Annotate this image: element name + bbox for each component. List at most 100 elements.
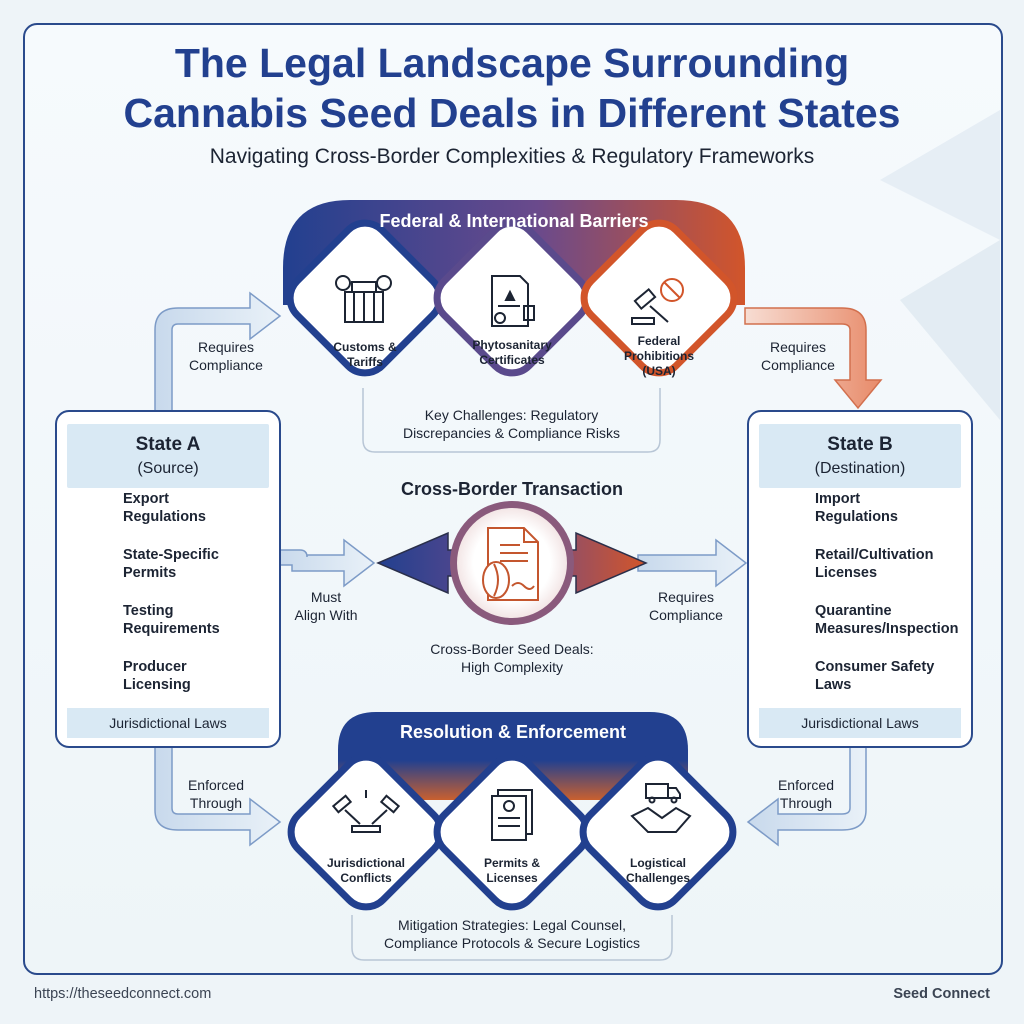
resolution-item-label: Jurisdictional [326, 856, 406, 870]
connector-text: Through [189, 795, 243, 811]
certificate-stamp-icon [491, 275, 535, 327]
state-a-role: (Source) [137, 460, 199, 477]
connector-text: Compliance [761, 357, 835, 373]
arrow-a-to-federal [154, 291, 282, 413]
federal-item-prohibitions: Federal Prohibitions (USA) [599, 334, 719, 379]
item-line: Licenses [815, 565, 878, 581]
federal-note-line: Discrepancies & Compliance Risks [402, 425, 621, 441]
resolution-item-label: Logistical [629, 856, 686, 870]
resolution-item-label: Licenses [486, 871, 538, 885]
federal-item-label: Tariffs [347, 355, 383, 369]
connector-text: Compliance [189, 357, 263, 373]
resolution-note-line: Compliance Protocols & Secure Logistics [383, 935, 640, 951]
item-line: Export [123, 491, 169, 507]
resolution-note-line: Mitigation Strategies: Legal Counsel, [397, 917, 627, 933]
federal-item-label: Prohibitions [624, 349, 694, 363]
item-line: Licensing [123, 677, 191, 693]
item-line: Testing [123, 603, 174, 619]
item-line: Requirements [123, 621, 220, 637]
resolution-note: Mitigation Strategies: Legal Counsel, Co… [352, 916, 672, 952]
label-b-to-resolution: Enforced Through [756, 776, 856, 812]
title-line-2: Cannabis Seed Deals in Different States [123, 90, 901, 136]
resolution-item-label: Permits & [483, 856, 541, 870]
resolution-item-label: Conflicts [340, 871, 392, 885]
page-subtitle: Navigating Cross-Border Complexities & R… [209, 145, 815, 168]
arrow-a-to-resolution [154, 743, 282, 847]
item-line: State-Specific [123, 547, 219, 563]
resolution-banner-label: Resolution & Enforcement [399, 722, 627, 742]
item-line: Producer [123, 659, 187, 675]
connector-text: Through [779, 795, 833, 811]
connector-text: Requires [769, 339, 827, 355]
state-b-header: State B (Destination) [759, 424, 961, 488]
resolution-item-logistics: Logistical Challenges [598, 856, 718, 886]
federal-item-label: Federal [637, 334, 681, 348]
federal-item-label: (USA) [642, 364, 676, 378]
gavel-prohibited-icon [631, 278, 684, 325]
label-center-to-b: Requires Compliance [636, 588, 736, 624]
documents-icon [491, 789, 533, 841]
resolution-item-conflicts: Jurisdictional Conflicts [306, 856, 426, 886]
arrow-b-to-resolution [746, 743, 867, 847]
currency-crate-icon [335, 275, 392, 323]
arrow-center-to-b [637, 538, 748, 588]
connector-text: Compliance [649, 607, 723, 623]
decor-triangle [880, 110, 1000, 240]
arrow-a-to-center [277, 538, 376, 588]
federal-item-customs: Customs & Tariffs [305, 340, 425, 370]
crossed-gavels-icon [331, 790, 401, 833]
item-line: Import [815, 491, 861, 507]
state-a-name: State A [135, 434, 201, 455]
label-a-to-center: Must Align With [276, 588, 376, 624]
truck-handshake-icon [630, 783, 692, 833]
connector-text: Enforced [777, 777, 835, 793]
footer-url[interactable]: https://theseedconnect.com [34, 986, 212, 1002]
decor-triangle [900, 240, 1000, 420]
title-line-1: The Legal Landscape Surrounding [174, 40, 850, 86]
federal-note-line: Key Challenges: Regulatory [424, 407, 599, 423]
label-a-to-resolution: Enforced Through [166, 776, 266, 812]
federal-item-label: Phytosanitary [472, 338, 552, 352]
connector-text: Align With [294, 607, 358, 623]
connector-text: Requires [657, 589, 715, 605]
arrow-federal-to-b [744, 307, 883, 410]
connector-text: Must [310, 589, 342, 605]
resolution-item-label: Challenges [625, 871, 691, 885]
federal-item-label: Certificates [479, 353, 545, 367]
federal-banner-label: Federal & International Barriers [379, 211, 649, 231]
connector-text: Enforced [187, 777, 245, 793]
federal-item-label: Customs & [333, 340, 397, 354]
state-a-header: State A (Source) [67, 424, 269, 488]
label-federal-to-b: Requires Compliance [748, 338, 848, 374]
center-title: Cross-Border Transaction [400, 479, 624, 499]
center-caption: Cross-Border Seed Deals: High Complexity [392, 640, 632, 676]
footer-brand: Seed Connect [893, 986, 990, 1002]
federal-note: Key Challenges: Regulatory Discrepancies… [363, 406, 660, 442]
page-title: The Legal Landscape Surrounding Cannabis… [40, 38, 984, 138]
connector-text: Requires [197, 339, 255, 355]
state-b-footer: Jurisdictional Laws [759, 708, 961, 738]
federal-note-outline [362, 388, 661, 453]
center-caption-line: Cross-Border Seed Deals: [430, 641, 594, 657]
item-line: Consumer Safety [815, 659, 935, 675]
label-a-to-federal: Requires Compliance [176, 338, 276, 374]
item-line: Regulations [123, 509, 206, 525]
federal-item-phytosanitary: Phytosanitary Certificates [452, 338, 572, 368]
item-line: Quarantine [815, 603, 892, 619]
resolution-note-outline [351, 915, 673, 961]
item-line: Retail/Cultivation [815, 547, 934, 563]
state-a-footer: Jurisdictional Laws [67, 708, 269, 738]
resolution-item-permits: Permits & Licenses [452, 856, 572, 886]
item-line: Measures/Inspection [815, 621, 959, 637]
seed-document-icon [482, 527, 539, 601]
